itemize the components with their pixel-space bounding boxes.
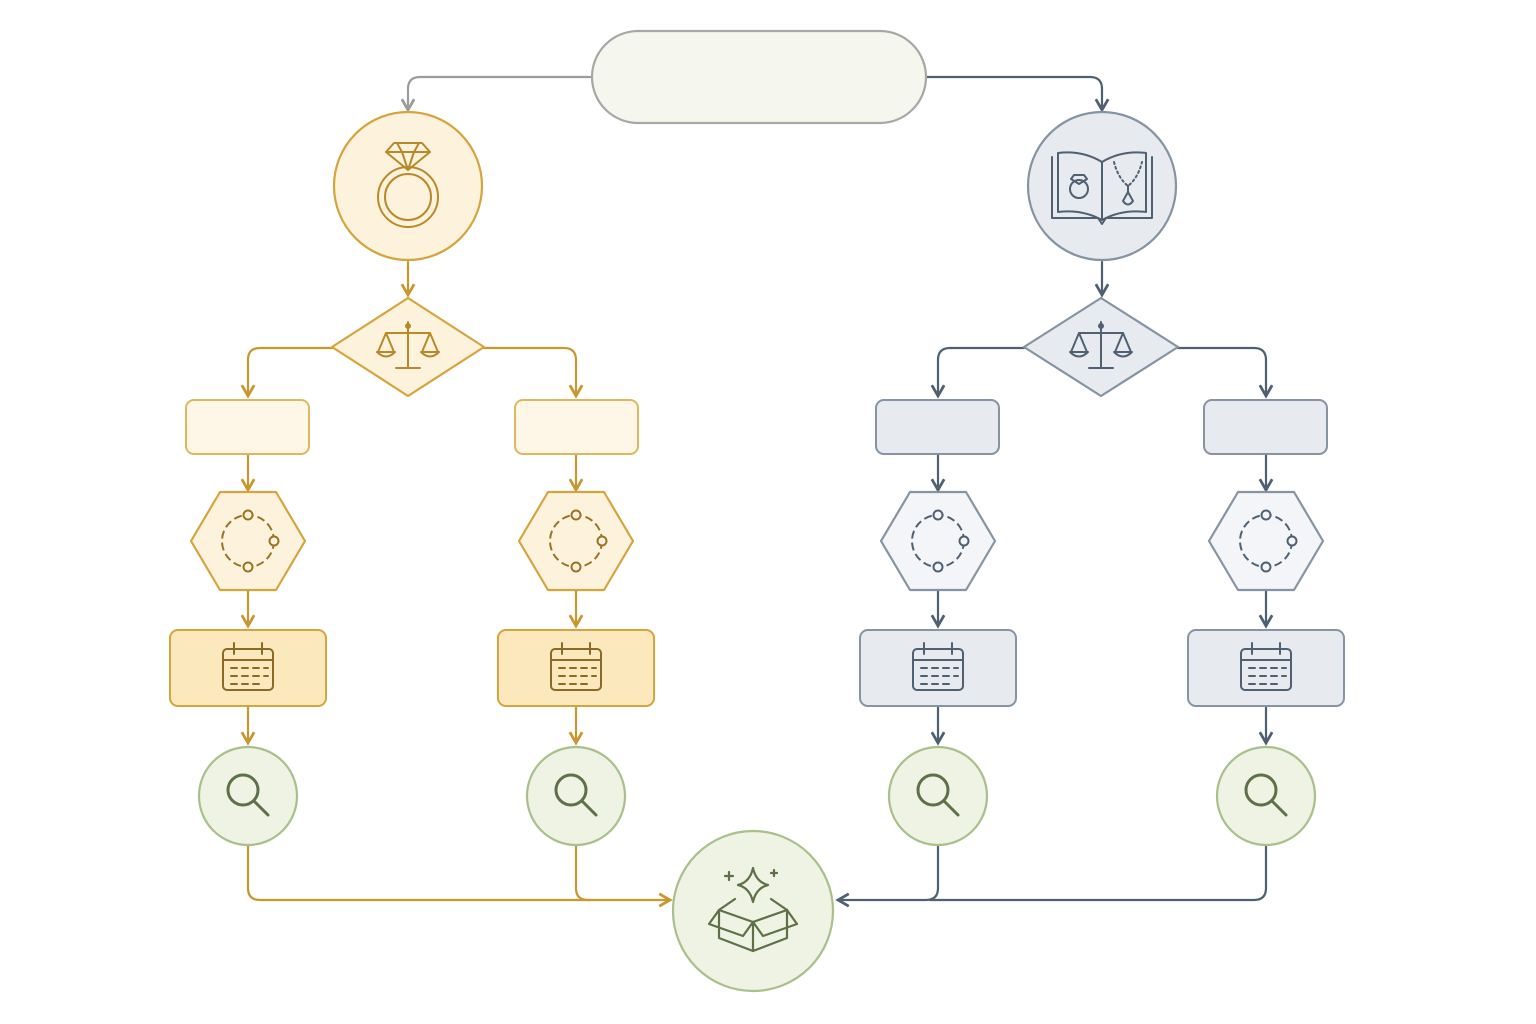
slate-review-right[interactable]	[1215, 745, 1317, 847]
gold-option-right[interactable]	[514, 399, 639, 455]
connector-gold-right-review-to-end	[574, 844, 592, 902]
gold-source-node[interactable]	[332, 110, 484, 262]
gold-option-left[interactable]	[185, 399, 310, 455]
calendar-icon	[1240, 642, 1292, 691]
connector-slate-right-review-to-end	[928, 844, 1268, 902]
calendar-icon	[550, 642, 602, 691]
magnifier-icon	[554, 773, 598, 817]
connectors	[240, 75, 1274, 908]
slate-source-node[interactable]	[1026, 110, 1178, 262]
cycle-icon	[549, 509, 608, 573]
scales-icon	[1069, 321, 1133, 369]
slate-process-left[interactable]	[879, 490, 997, 592]
gold-review-right[interactable]	[525, 745, 627, 847]
connector-slate-left-review-to-end	[835, 844, 940, 908]
cycle-icon	[911, 509, 970, 573]
slate-option-left[interactable]	[875, 399, 1000, 455]
slate-process-right[interactable]	[1207, 490, 1325, 592]
open-box-sparkle-icon	[707, 866, 799, 953]
connector-start-to-gold	[400, 75, 594, 113]
connector-slate-decision-left	[930, 346, 1026, 399]
cycle-icon	[1239, 509, 1298, 573]
connector-start-to-slate	[924, 75, 1110, 113]
cycle-icon	[221, 509, 280, 573]
end-node[interactable]	[671, 829, 835, 993]
connector-gold-decision-right	[482, 346, 584, 399]
gold-decision-node[interactable]	[330, 296, 486, 398]
gold-review-left[interactable]	[197, 745, 299, 847]
scales-icon	[376, 321, 440, 369]
connector-slate-decision-right	[1176, 346, 1274, 399]
slate-decision-node[interactable]	[1022, 296, 1180, 398]
magnifier-icon	[226, 773, 270, 817]
calendar-icon	[222, 642, 274, 691]
gold-process-right[interactable]	[517, 490, 635, 592]
ring-icon	[377, 142, 439, 228]
calendar-icon	[912, 642, 964, 691]
gold-schedule-left[interactable]	[169, 629, 327, 707]
gold-process-left[interactable]	[189, 490, 307, 592]
connector-gold-left-review-to-end	[246, 844, 673, 908]
connector-gold-decision-left	[240, 346, 334, 399]
gold-schedule-right[interactable]	[497, 629, 655, 707]
catalog-book-icon	[1051, 151, 1153, 225]
slate-review-left[interactable]	[887, 745, 989, 847]
slate-option-right[interactable]	[1203, 399, 1328, 455]
start-node[interactable]	[590, 29, 928, 125]
magnifier-icon	[916, 773, 960, 817]
magnifier-icon	[1244, 773, 1288, 817]
slate-schedule-left[interactable]	[859, 629, 1017, 707]
slate-schedule-right[interactable]	[1187, 629, 1345, 707]
